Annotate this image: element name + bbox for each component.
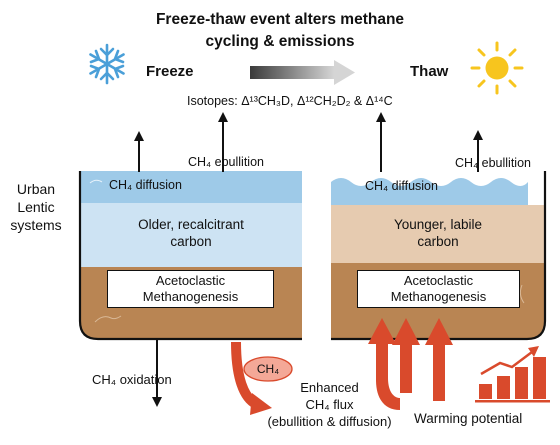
oxidation-label: CH₄ oxidation [92, 372, 172, 387]
thaw-pond [331, 171, 547, 341]
warming-potential-icon [475, 346, 550, 403]
right-carbon-line: carbon [417, 234, 459, 249]
enhanced-flux-label: Enhanced CH₄ flux (ebullition & diffusio… [262, 379, 397, 430]
left-process-box: Acetoclastic Methanogenesis [107, 270, 274, 308]
left-carbon-label: Older, recalcitrant carbon [80, 216, 302, 250]
left-diffusion-label: CH₄ diffusion [109, 178, 182, 192]
left-carbon-line: carbon [170, 234, 212, 249]
bubble-label: CH₄ [256, 362, 280, 376]
diagram-title-line1: Freeze-thaw event alters methane [155, 11, 405, 28]
left-diffusion-arrow [134, 131, 144, 172]
right-carbon-label: Younger, labile carbon [331, 216, 545, 250]
snowflake-icon [89, 43, 125, 85]
right-process-line: Acetoclastic [403, 273, 474, 288]
freeze-to-thaw-arrow [250, 60, 355, 85]
enhanced-flux-line: (ebullition & diffusion) [267, 414, 392, 429]
enhanced-flux-line: CH₄ flux [305, 397, 354, 412]
right-diffusion-arrow [376, 112, 386, 172]
enhanced-flux-line: Enhanced [300, 380, 359, 395]
right-diffusion-label: CH₄ diffusion [365, 179, 438, 193]
right-process-line: Methanogenesis [390, 289, 487, 304]
right-ebullition-label: CH₄ ebullition [455, 156, 531, 170]
system-label-line: Urban [16, 181, 56, 197]
thaw-label: Thaw [410, 63, 449, 80]
left-carbon-line: Older, recalcitrant [138, 217, 244, 232]
right-carbon-line: Younger, labile [393, 217, 483, 232]
freeze-pond [78, 171, 302, 341]
sun-icon [470, 41, 524, 95]
diagram-title-line2: cycling & emissions [205, 33, 355, 50]
freeze-label: Freeze [146, 63, 194, 80]
methane-bubble [243, 356, 293, 382]
left-process-line: Acetoclastic [155, 273, 226, 288]
warming-flux-arrows [368, 318, 453, 410]
enhanced-flux-arrow [231, 341, 272, 415]
left-ebullition-arrow [218, 112, 228, 172]
system-label: Urban Lentic systems [4, 180, 68, 234]
isotopes-label: Isotopes: Δ¹³CH₃D, Δ¹²CH₂D₂ & Δ¹⁴C [187, 94, 393, 108]
left-ebullition-label: CH₄ ebullition [188, 155, 264, 169]
system-label-line: systems [10, 217, 62, 233]
system-label-line: Lentic [17, 199, 55, 215]
right-process-box: Acetoclastic Methanogenesis [357, 270, 520, 308]
warming-potential-label: Warming potential [414, 411, 523, 426]
oxidation-arrow [152, 340, 162, 407]
left-process-line: Methanogenesis [142, 289, 239, 304]
right-ebullition-arrow [473, 130, 483, 172]
